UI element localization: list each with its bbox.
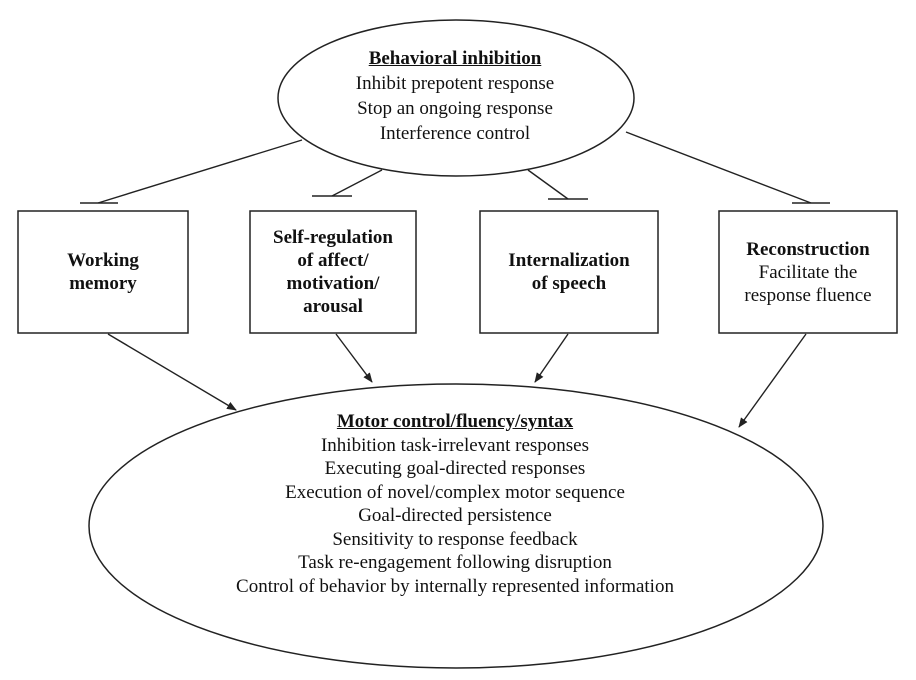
- working-memory-label-line: Working: [67, 250, 139, 271]
- reconstruction-node: Reconstruction Facilitate the response f…: [719, 211, 897, 333]
- internalization-of-speech-node: Internalization of speech: [480, 211, 658, 333]
- behavioral-inhibition-title: Behavioral inhibition: [368, 48, 542, 69]
- internalization-of-speech-box: [479, 210, 659, 334]
- motor-control-item: Task re-engagement following disruption: [298, 552, 612, 573]
- internalization-label-line: of speech: [531, 273, 607, 294]
- motor-control-node: Motor control/fluency/syntax Inhibition …: [150, 410, 760, 598]
- motor-control-item: Execution of novel/complex motor sequenc…: [285, 481, 625, 503]
- arrow-working-memory-to-motor-control: [107, 333, 237, 411]
- working-memory-label-line: memory: [69, 273, 137, 294]
- self-regulation-label-line: arousal: [303, 296, 363, 317]
- motor-control-item: Control of behavior by internally repres…: [236, 575, 674, 597]
- inhibition-connector-self-regulation: [312, 169, 383, 197]
- internalization-label-line: Internalization: [508, 250, 630, 271]
- inhibition-connector-internalization: [527, 169, 588, 200]
- reconstruction-subtext-line: Facilitate the: [758, 261, 858, 283]
- arrow-self-regulation-to-motor-control: [335, 333, 373, 383]
- working-memory-box: [17, 210, 189, 334]
- self-regulation-label-line: Self-regulation: [273, 227, 393, 248]
- motor-control-item: Executing goal-directed responses: [324, 458, 586, 479]
- self-regulation-label-line: motivation/: [286, 273, 380, 294]
- motor-control-item: Goal-directed persistence: [358, 505, 552, 526]
- working-memory-node: Working memory: [18, 211, 188, 333]
- reconstruction-title: Reconstruction: [746, 238, 870, 260]
- motor-control-item: Sensitivity to response feedback: [332, 528, 578, 550]
- arrow-internalization-to-motor-control: [534, 333, 569, 383]
- behavioral-inhibition-item: Inhibit prepotent response: [355, 73, 555, 94]
- reconstruction-subtext-line: response fluence: [744, 284, 872, 306]
- inhibition-connector-reconstruction: [625, 131, 830, 204]
- motor-control-ellipse: [88, 383, 824, 669]
- behavioral-inhibition-node: Behavioral inhibition Inhibit prepotent …: [290, 46, 620, 146]
- behavioral-inhibition-ellipse: [277, 19, 635, 177]
- behavioral-inhibition-item: Interference control: [379, 123, 531, 144]
- self-regulation-label-line: of affect/: [297, 250, 369, 271]
- self-regulation-node: Self-regulation of affect/ motivation/ a…: [250, 211, 416, 333]
- motor-control-title: Motor control/fluency/syntax: [336, 411, 574, 432]
- self-regulation-box: [249, 210, 417, 334]
- inhibition-connector-working-memory: [80, 139, 303, 204]
- arrow-reconstruction-to-motor-control: [738, 333, 807, 428]
- reconstruction-box: [718, 210, 898, 334]
- behavioral-inhibition-item: Stop an ongoing response: [357, 98, 553, 119]
- motor-control-item: Inhibition task-irrelevant responses: [320, 434, 590, 456]
